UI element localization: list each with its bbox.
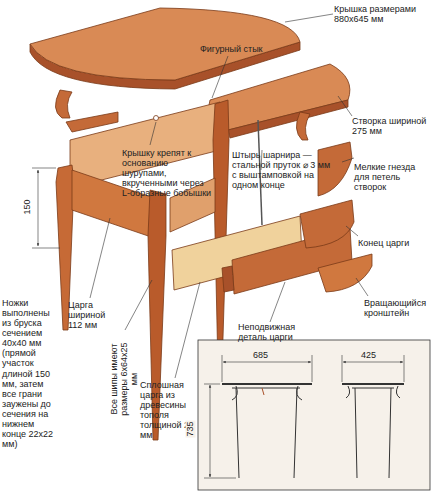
leader-line [212,56,228,98]
part-label: Вращающийся кронштейн [364,298,430,318]
part-label: Крышка размерами 880x645 мм [334,4,429,24]
dimension: 685 [252,350,269,360]
apron-end-piece [300,200,354,248]
block [66,112,118,132]
part-label: Конец царги [358,238,428,248]
dimension-line [38,170,39,246]
note: Крышку крепят к основанию шурупами, вкру… [122,148,214,198]
leader-line [270,282,285,322]
leaf-edge [228,100,348,138]
dimension: 425 [360,350,377,360]
leg [213,100,229,370]
leader-line [90,218,110,298]
top-corbel [55,90,72,118]
leaf-corbel [296,112,310,140]
dimension: 735 [185,421,195,438]
leader-line [356,278,368,296]
swing-bracket [318,254,372,292]
table-top [30,8,300,80]
part-label: Царга шириной 112 мм [68,300,120,330]
leader-line [285,14,333,22]
dimension-line [32,168,56,169]
inset-drawing [198,340,430,490]
tenon [222,266,234,292]
leader-line [150,122,156,145]
inset-frame [198,340,430,490]
leader-line [125,280,152,330]
part-label: Мелкие гнезда для петель створок [354,162,428,192]
screw-hole [154,116,159,121]
dimension: 150 [22,192,32,222]
leader-line [346,226,358,236]
note: Штырь шарнира — стальной пруток ⌀ 3 мм с… [232,150,332,190]
leader-line [338,96,352,116]
part-label: Неподвижная деталь царги [238,322,314,342]
note: Ножки выполнены из бруска сечением 40x40… [2,298,58,449]
note: Все шипы имеют размеры 6x64x25 мм [109,337,139,421]
part-label: Створка шириной 275 мм [352,116,428,136]
leader-line [175,282,200,378]
dimension-line [32,248,60,249]
part-label: Фигурный стык [200,44,275,54]
leader-line [342,158,354,162]
